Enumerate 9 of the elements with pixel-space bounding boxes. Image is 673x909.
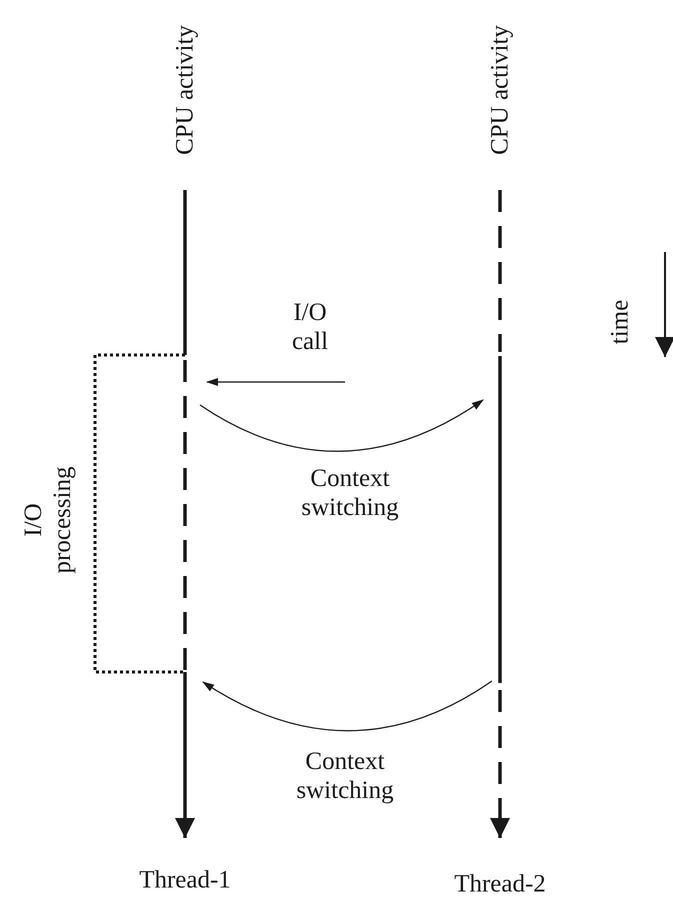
arrow-label: Context switching bbox=[300, 464, 400, 522]
column-heading: CPU activity bbox=[486, 25, 514, 155]
arrow-label: I/O call bbox=[290, 298, 330, 356]
thread-label: Thread-2 bbox=[454, 870, 546, 898]
column-heading: CPU activity bbox=[170, 25, 200, 155]
bracket-label: I/O processing bbox=[19, 466, 77, 576]
thread-label: Thread-1 bbox=[139, 866, 231, 894]
axis-label: time bbox=[606, 300, 634, 344]
arrow-label: Context switching bbox=[295, 747, 395, 805]
